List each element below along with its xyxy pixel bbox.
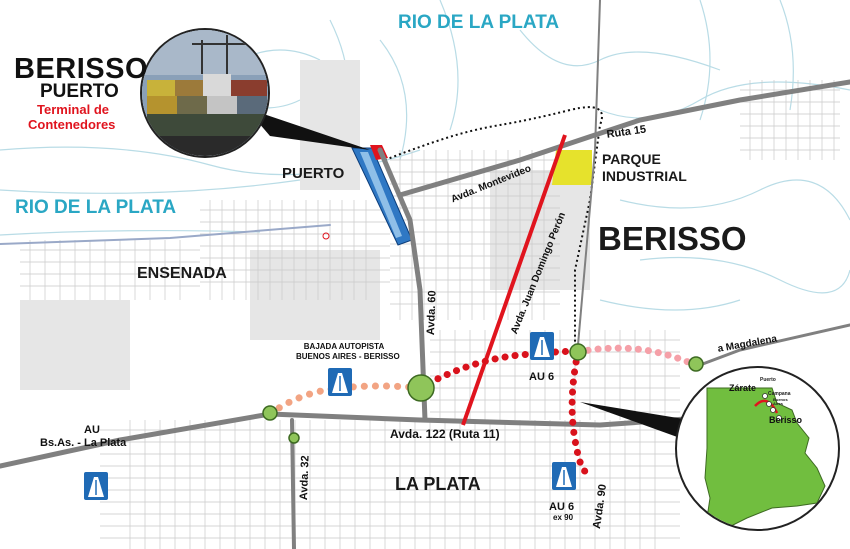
label-au-left-2: Bs.As. - La Plata xyxy=(40,437,127,449)
label-rio-top: RIO DE LA PLATA xyxy=(398,12,560,33)
inset-label-puerto: Puerto xyxy=(760,377,776,383)
industrial-park xyxy=(552,150,592,185)
province-inset-map: Puerto Zárate Campana Buenos Aires Beris… xyxy=(675,366,840,531)
title-berisso: BERISSO xyxy=(14,53,149,85)
junction-nodes xyxy=(262,343,704,444)
inset-label-buenos-aires: Buenos Aires xyxy=(773,397,788,406)
label-au-left-1: AU xyxy=(84,424,100,436)
highway-shields xyxy=(84,332,576,500)
label-ensenada: ENSENADA xyxy=(137,265,227,282)
port-area xyxy=(20,60,590,390)
inset-label-berisso: Berisso xyxy=(769,415,803,425)
label-puerto: PUERTO xyxy=(282,165,345,182)
label-bajada-1: BAJADA AUTOPISTA xyxy=(303,342,385,351)
photo-callout xyxy=(246,108,370,150)
peron-avenue xyxy=(461,134,567,426)
label-avda-32: Avda. 32 xyxy=(298,455,312,501)
title-terminal: Terminal de xyxy=(37,102,110,117)
label-la-plata: LA PLATA xyxy=(395,474,481,494)
label-au6-top: AU 6 xyxy=(529,371,555,383)
label-au6-ex90: ex 90 xyxy=(553,513,574,522)
title-puerto: PUERTO xyxy=(40,81,119,102)
label-avda-122: Avda. 122 (Ruta 11) xyxy=(390,427,500,441)
label-parque: PARQUE xyxy=(602,151,661,167)
inset-callout xyxy=(580,402,690,438)
inset-label-campana: Campana xyxy=(768,391,791,397)
port-photo xyxy=(140,28,270,158)
label-industrial: INDUSTRIAL xyxy=(602,168,687,184)
label-bajada-2: BUENOS AIRES - BERISSO xyxy=(296,352,400,361)
title-contenedores: Contenedores xyxy=(28,117,116,132)
buenos-aires-province xyxy=(704,387,826,529)
label-berisso: BERISSO xyxy=(598,220,747,257)
label-rio-left: RIO DE LA PLATA xyxy=(15,197,177,218)
label-avda-60: Avda. 60 xyxy=(425,290,439,336)
label-au6-bottom: AU 6 xyxy=(549,501,575,513)
berisso-boundary xyxy=(384,106,603,345)
river-channels xyxy=(0,0,850,311)
inset-label-zarate: Zárate xyxy=(729,383,757,393)
